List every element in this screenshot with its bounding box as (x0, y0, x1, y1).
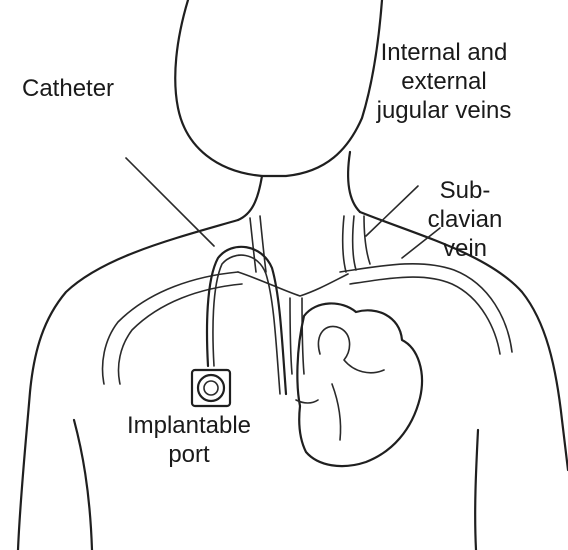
subclavian-label-line-3: vein (426, 234, 504, 263)
brachiocephalic-vein (238, 272, 348, 296)
neck-right (348, 152, 360, 212)
left-jugular-vein (250, 216, 266, 272)
implantable-port-septum (198, 375, 224, 401)
right-armpit-line (475, 430, 478, 550)
heart-outline (297, 303, 422, 466)
catheter-leader-line (126, 158, 214, 246)
jugular-veins-label: Internal and external jugular veins (358, 38, 530, 125)
catheter-label-text: Catheter (22, 74, 114, 103)
port-label-line-1: Implantable (108, 411, 270, 440)
aortic-arch (318, 326, 384, 372)
head-outline (175, 0, 382, 176)
catheter-label: Catheter (22, 74, 114, 103)
heart-vessel-lines (296, 384, 341, 440)
catheter-tube-inner (213, 255, 280, 394)
neck-left (238, 176, 262, 220)
jugular-leader-line (366, 186, 418, 236)
subclavian-label-line-1: Sub- (426, 176, 504, 205)
right-jugular-vein-external (364, 216, 370, 264)
jugular-label-line-1: Internal and (358, 38, 530, 67)
jugular-label-line-3: jugular veins (358, 96, 530, 125)
implantable-port-center (204, 381, 218, 395)
subclavian-label-line-2: clavian (426, 205, 504, 234)
left-armpit-line (74, 420, 92, 550)
subclavian-vein-label: Sub- clavian vein (426, 176, 504, 263)
jugular-label-line-2: external (358, 67, 530, 96)
right-subclavian-vein (340, 264, 512, 354)
left-subclavian-vein (103, 272, 242, 384)
port-label-line-2: port (108, 440, 270, 469)
right-jugular-vein-internal (343, 216, 356, 272)
implantable-port-label: Implantable port (108, 411, 270, 469)
